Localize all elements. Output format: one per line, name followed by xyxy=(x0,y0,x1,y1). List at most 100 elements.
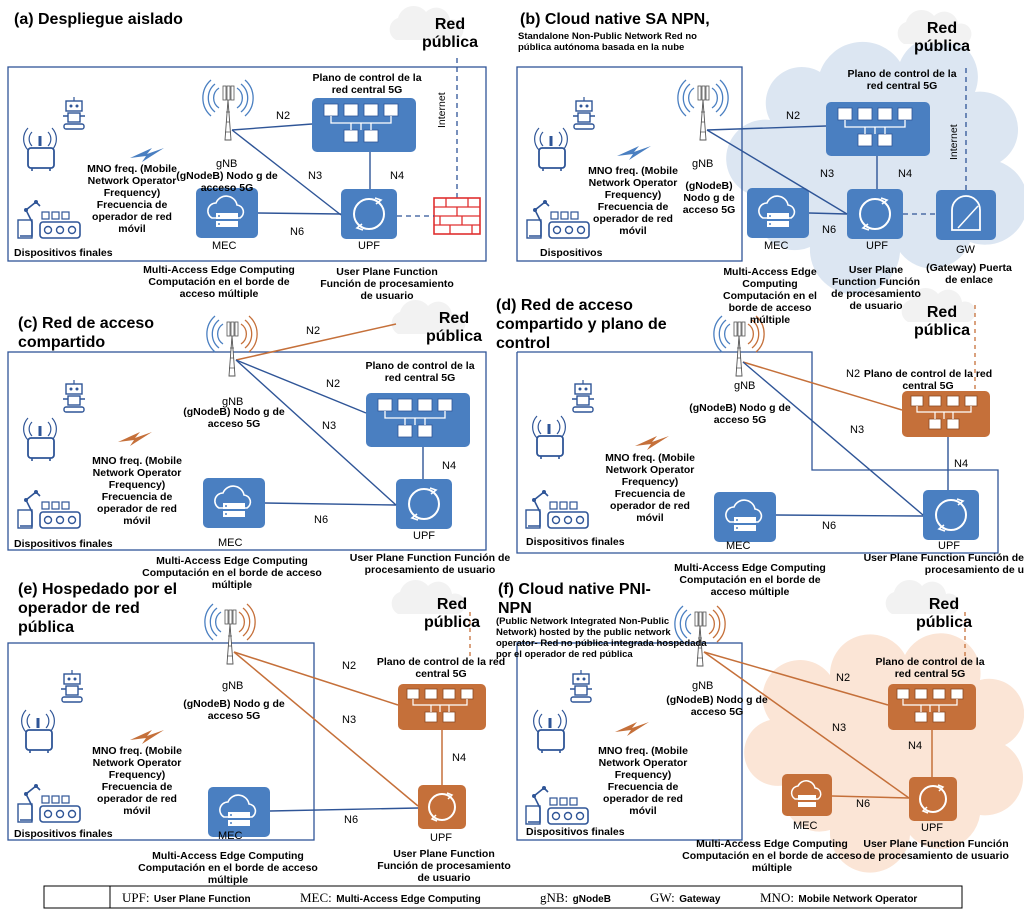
gnb-antenna-icon xyxy=(204,603,256,665)
legend-gw: GW: Gateway xyxy=(650,889,720,907)
gnb-full-label: (gNodeB) Nodo g de acceso 5G xyxy=(682,180,736,216)
panel-b-title: (b) Cloud native SA NPN, xyxy=(520,11,710,28)
robot-icon xyxy=(62,96,86,130)
wireless-signal-icon xyxy=(118,432,152,446)
n2-top-label: N2 xyxy=(306,325,321,337)
gnb-full-label: (gNodeB) Nodo g de acceso 5G xyxy=(183,698,285,722)
control-plane-box xyxy=(397,683,487,731)
wireless-signal-icon xyxy=(615,722,649,736)
router-icon xyxy=(533,127,569,172)
panel-b xyxy=(516,9,1024,295)
mec-full-label: Multi-Access Edge Computing Computación … xyxy=(723,266,817,326)
gnb-label: gNB xyxy=(222,396,244,408)
industrial-robot-icon xyxy=(17,783,81,823)
panel-d-title: (d) Red de acceso compartido y plano de … xyxy=(496,297,667,352)
panel-f-subtitle: (Public Network Integrated Non-Public Ne… xyxy=(496,616,707,660)
firewall-icon xyxy=(433,197,481,235)
gw-label: GW xyxy=(956,244,975,256)
control-plane-box xyxy=(311,97,417,153)
n3-label: N3 xyxy=(832,722,847,734)
legend-upf: UPF: User Plane Function xyxy=(122,889,251,907)
legend-gnb: gNB: gNodeB xyxy=(540,889,611,907)
mec-full-label: Multi-Access Edge Computing Computación … xyxy=(674,562,826,598)
mno-freq-label: MNO freq. (Mobile Network Operator Frequ… xyxy=(605,452,695,524)
upf-label: UPF xyxy=(358,240,380,252)
mec-box xyxy=(746,187,810,239)
n3-label: N3 xyxy=(342,714,357,726)
panel-f xyxy=(516,579,1024,873)
legend-gnb-text: gNodeB xyxy=(572,894,611,905)
upf-full-label: User Plane Function Función de procesami… xyxy=(831,264,921,312)
gw-full-label: (Gateway) Puerta de enlace xyxy=(926,262,1012,286)
robot-icon xyxy=(572,96,596,130)
n2-label: N2 xyxy=(326,378,341,390)
panel-f-title: (f) Cloud native PNI-NPN xyxy=(498,581,651,617)
router-icon xyxy=(22,417,58,462)
upf-box xyxy=(395,478,453,530)
router-icon xyxy=(22,127,58,172)
mec-full-label: Multi-Access Edge Computing Computación … xyxy=(143,264,295,300)
n3-label: N3 xyxy=(308,170,323,182)
mec-box xyxy=(195,187,259,239)
gnb-label: gNB xyxy=(216,158,238,170)
gnb-label: gNB xyxy=(692,680,714,692)
mno-freq-label: MNO freq. (Mobile Network Operator Frequ… xyxy=(598,745,688,817)
n4-label: N4 xyxy=(908,740,923,752)
gnb-label: gNB xyxy=(222,680,244,692)
n6-label: N6 xyxy=(344,814,359,826)
gnb-full-label: (gNodeB) Nodo g de acceso 5G xyxy=(176,170,278,194)
legend-mno-text: Mobile Network Operator xyxy=(798,894,918,905)
n6-label: N6 xyxy=(822,224,837,236)
n6-label: N6 xyxy=(290,226,305,238)
upf-label: UPF xyxy=(413,530,435,542)
control-plane-box xyxy=(365,392,471,448)
panel-c-title: (c) Red de acceso compartido xyxy=(18,315,155,351)
upf-full-label: User Plane Function Función de procesami… xyxy=(320,266,454,302)
control-plane-label: Plano de control de la red central 5G xyxy=(863,368,993,392)
control-plane-box xyxy=(901,390,991,438)
control-plane-box xyxy=(887,683,977,731)
internet-label: Internet xyxy=(436,92,448,128)
n3-label: N3 xyxy=(322,420,337,432)
robot-icon xyxy=(571,379,595,413)
upf-label: UPF xyxy=(866,240,888,252)
n2-label: N2 xyxy=(836,672,851,684)
n4-label: N4 xyxy=(452,752,467,764)
upf-label: UPF xyxy=(921,822,943,834)
upf-label: UPF xyxy=(938,540,960,552)
public-network-label: Red pública xyxy=(421,16,478,51)
gnb-antenna-icon xyxy=(202,79,254,141)
mec-label: MEC xyxy=(218,537,243,549)
public-network-label: Red pública xyxy=(913,20,970,55)
panel-a-title: (a) Despliegue aislado xyxy=(14,11,183,28)
n2-label: N2 xyxy=(342,660,357,672)
mno-freq-label: MNO freq. (Mobile Network Operator Frequ… xyxy=(92,745,182,817)
n6-label: N6 xyxy=(822,520,837,532)
upf-box xyxy=(417,784,467,830)
public-network-label: Red pública xyxy=(915,596,972,631)
wireless-signal-icon xyxy=(617,146,651,160)
upf-box xyxy=(908,776,958,822)
legend xyxy=(43,885,963,909)
gnb-label: gNB xyxy=(692,158,714,170)
legend-mec-abbr: MEC: xyxy=(300,890,332,905)
mec-full-label: Multi-Access Edge Computing Computación … xyxy=(142,555,322,591)
n4-label: N4 xyxy=(442,460,457,472)
devices-label: Dispositivos finales xyxy=(526,826,625,838)
panel-a xyxy=(7,5,487,262)
legend-upf-abbr: UPF: xyxy=(122,890,150,905)
control-plane-box xyxy=(825,101,931,157)
internet-label: Internet xyxy=(948,124,960,160)
n3-label: N3 xyxy=(820,168,835,180)
upf-label: UPF xyxy=(430,832,452,844)
panel-e-title: (e) Hospedado por el operador de red púb… xyxy=(18,581,178,636)
n4-label: N4 xyxy=(954,458,969,470)
industrial-robot-icon xyxy=(17,199,81,239)
mno-freq-label: MNO freq. (Mobile Network Operator Frequ… xyxy=(588,165,678,237)
control-plane-label: Plano de control de la red central 5G xyxy=(847,68,957,92)
upf-full-label: User Plane Function Función de procesami… xyxy=(863,552,1024,576)
gnb-antenna-icon xyxy=(206,315,258,377)
upf-full-label: User Plane Function Función de procesami… xyxy=(863,838,1009,862)
mec-box xyxy=(713,491,777,543)
router-icon xyxy=(531,415,567,460)
